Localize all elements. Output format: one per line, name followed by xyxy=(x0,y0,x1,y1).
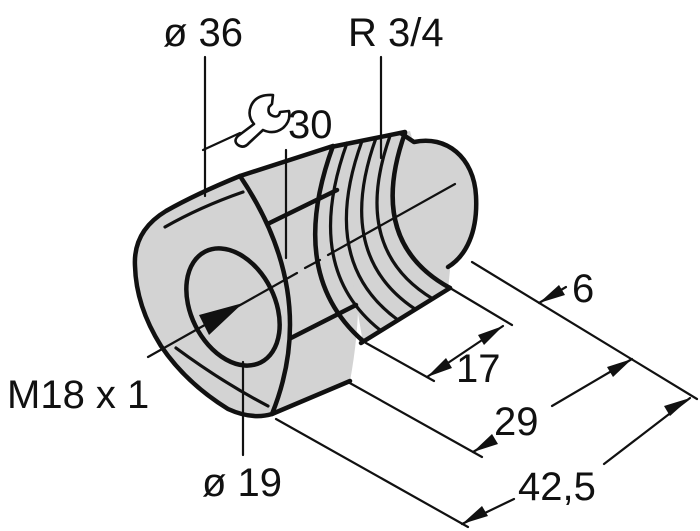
m18-arrowhead xyxy=(199,303,243,335)
collar-chamfer-top xyxy=(163,190,245,229)
label-bore-diameter: ø 19 xyxy=(202,461,282,505)
label-dim-tip-length: 6 xyxy=(572,267,594,311)
label-dim-total-length: 42,5 xyxy=(518,465,596,509)
thread-top-silhouette xyxy=(328,129,408,150)
thread-bottom-silhouette xyxy=(358,285,453,346)
centerline xyxy=(146,182,457,359)
extension-lines xyxy=(274,260,699,529)
label-thread-size: R 3/4 xyxy=(348,11,444,55)
label-front-thread: M18 x 1 xyxy=(7,373,149,417)
collar-chamfer-bottom xyxy=(174,346,270,408)
label-dim-thread-length: 17 xyxy=(456,347,501,391)
thread-crests xyxy=(312,130,453,344)
leader-wrench-icon xyxy=(201,131,242,152)
label-outer-diameter: ø 36 xyxy=(163,11,243,55)
hex-facet-bottom-line xyxy=(284,302,359,343)
dimension-lines xyxy=(425,285,692,526)
tip-section-fill xyxy=(376,141,477,302)
label-dim-mid-length: 29 xyxy=(494,400,539,444)
hex-bottom-edge xyxy=(269,378,353,417)
fitting-body xyxy=(132,129,479,419)
wrench-icon xyxy=(234,93,291,148)
leader-lines xyxy=(201,55,383,457)
tip-cap-edge xyxy=(399,131,479,270)
label-wrench-size: 30 xyxy=(288,103,333,147)
